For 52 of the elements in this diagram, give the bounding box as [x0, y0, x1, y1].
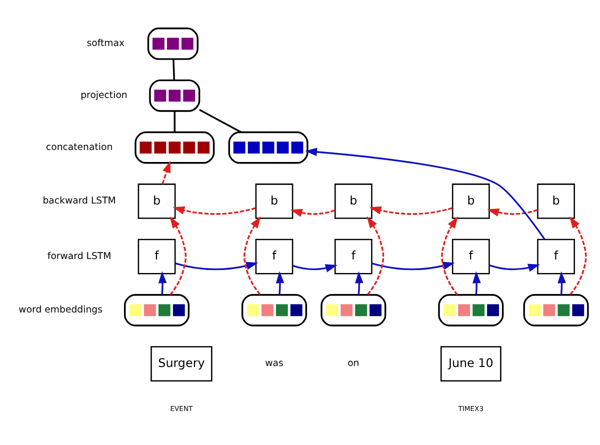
node-box: b — [255, 184, 294, 219]
arrow — [244, 216, 261, 296]
label: concatenation — [46, 142, 113, 153]
node-box: f — [334, 238, 372, 274]
node-box: b — [334, 184, 372, 219]
node-box: b — [452, 184, 490, 219]
node-box: f — [255, 238, 294, 274]
node-bar — [320, 294, 386, 326]
label: forward LSTM — [47, 250, 112, 262]
arrow — [276, 271, 284, 295]
connector — [172, 59, 175, 80]
node-box: June 10 — [440, 346, 502, 382]
node-box: f — [138, 238, 176, 274]
node-box: f — [452, 238, 490, 274]
node-box: f — [537, 238, 575, 274]
arrow — [441, 216, 458, 296]
arrow — [172, 206, 256, 215]
arrow — [558, 271, 566, 295]
arrow — [472, 271, 481, 295]
arrow — [487, 208, 538, 216]
node-bar — [149, 79, 200, 112]
node-bar — [523, 294, 589, 326]
node-bar — [124, 294, 190, 326]
label: projection — [80, 90, 128, 102]
node-box: b — [537, 184, 575, 219]
arrow — [369, 206, 453, 215]
node-bar — [241, 294, 308, 326]
connector — [174, 111, 176, 132]
node-bar — [134, 131, 215, 164]
node-box: Surgery — [150, 346, 212, 382]
label: word embeddings — [18, 304, 102, 316]
node-bar — [147, 28, 198, 60]
arrow — [158, 271, 167, 295]
arrow — [162, 160, 170, 184]
arrow — [372, 262, 455, 270]
label: was — [265, 358, 284, 370]
arrow — [174, 262, 258, 270]
arrow — [355, 271, 364, 295]
node-box: b — [138, 184, 176, 219]
label: softmax — [86, 38, 125, 50]
node-bar — [228, 131, 308, 164]
arrow — [489, 264, 540, 272]
connector — [199, 109, 242, 133]
arrow — [569, 216, 587, 296]
label: on — [348, 358, 360, 370]
node-bar — [438, 294, 504, 326]
arrow — [290, 208, 336, 217]
arrow — [292, 264, 338, 272]
arrow — [170, 216, 187, 296]
label: backward LSTM — [42, 196, 116, 207]
arrow — [366, 216, 384, 296]
arrow — [305, 148, 546, 240]
